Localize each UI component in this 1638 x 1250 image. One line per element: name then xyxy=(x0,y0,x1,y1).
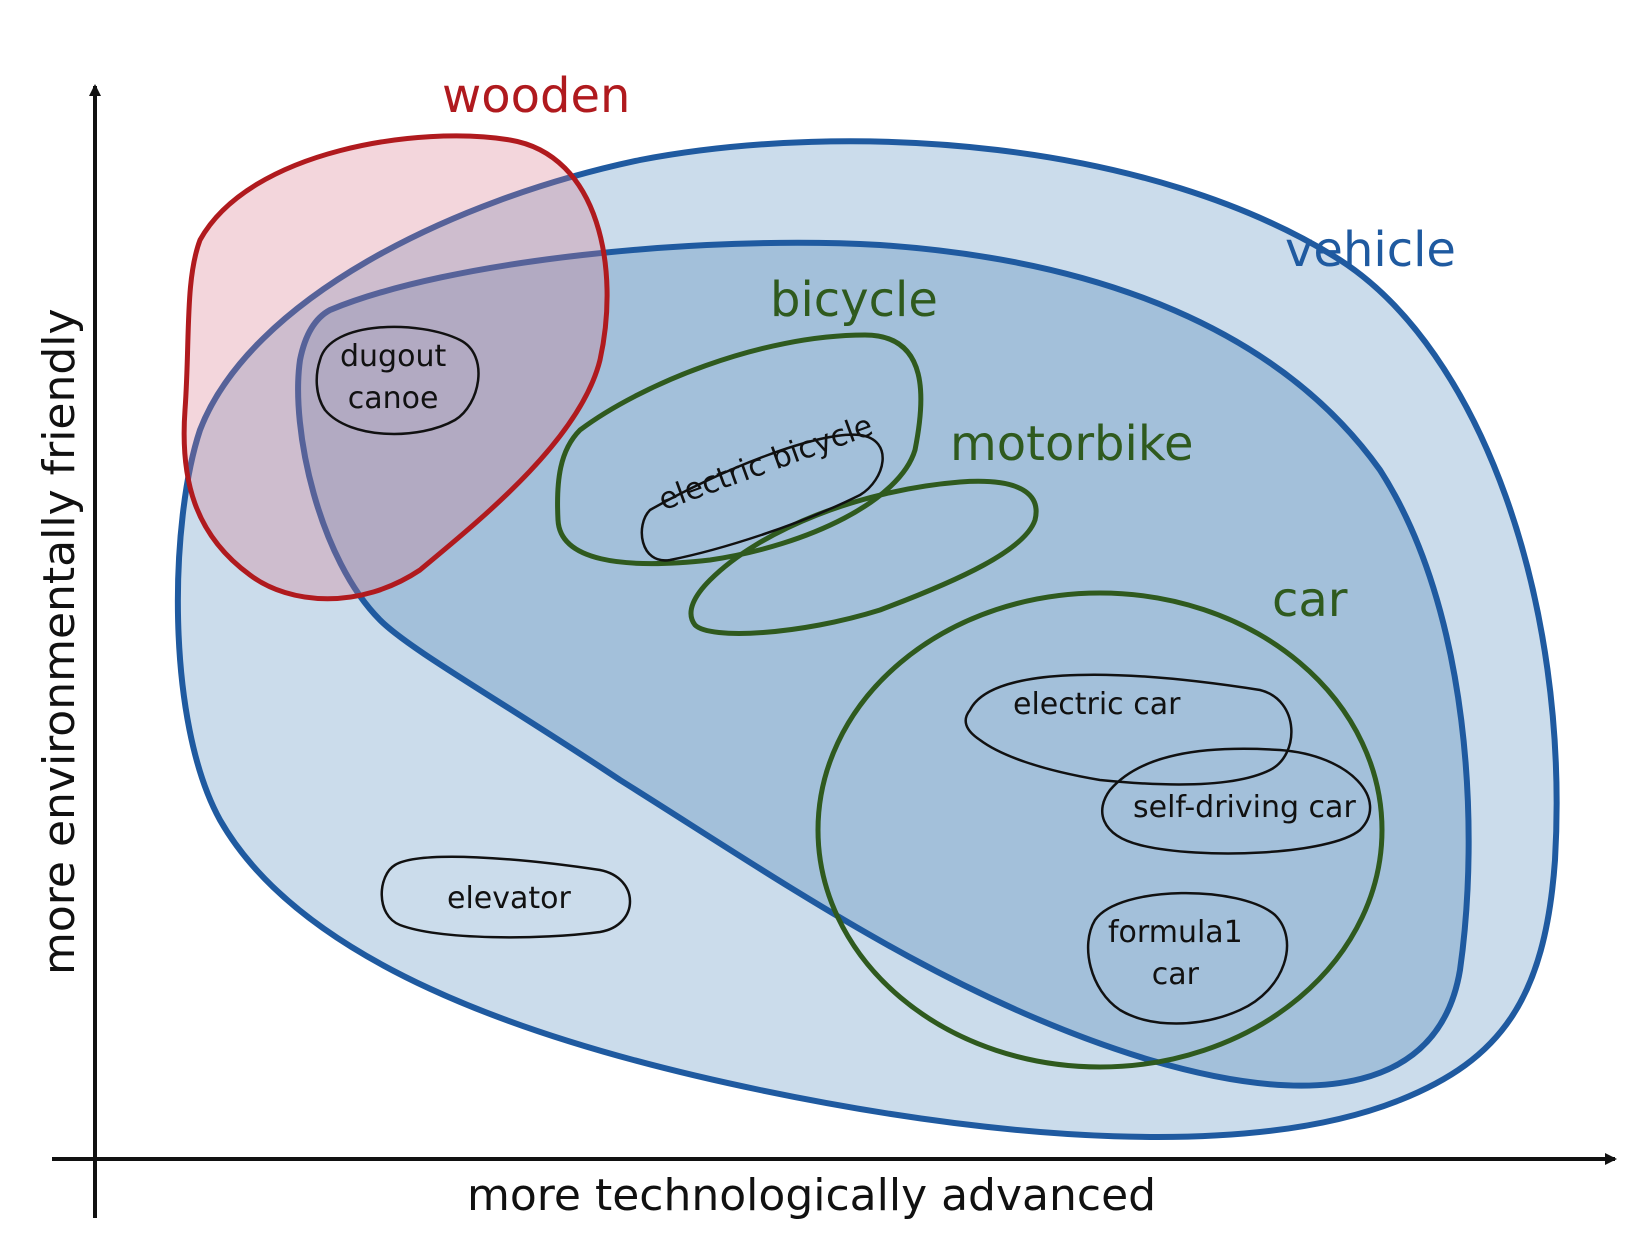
electric-bicycle-outline xyxy=(640,433,884,562)
formula1-car-outline xyxy=(1086,891,1289,1025)
bicycle-label: bicycle xyxy=(770,272,938,328)
self-driving-car-outline xyxy=(1101,747,1372,855)
vehicle-inner-region xyxy=(295,239,1472,1089)
elevator-outline xyxy=(380,855,632,939)
wooden-region xyxy=(181,133,610,602)
dugout-canoe-outline xyxy=(315,325,480,436)
formula1-car-line-1: formula1 xyxy=(1108,915,1243,950)
dugout-canoe-line-1: dugout xyxy=(340,339,447,374)
electric-car-label: electric car xyxy=(1013,687,1181,722)
self-driving-car-label: self-driving car xyxy=(1133,790,1356,825)
motorbike-label: motorbike xyxy=(950,416,1194,472)
y-axis-label: more environmentally friendly xyxy=(34,308,85,975)
x-axis-label: more technologically advanced xyxy=(467,1170,1157,1221)
vehicle-label: vehicle xyxy=(1285,222,1456,278)
formula1-car-line-2: car xyxy=(1151,957,1199,992)
elevator-label: elevator xyxy=(447,881,571,916)
dugout-canoe-label: dugout canoe xyxy=(340,336,446,420)
motorbike-region xyxy=(688,478,1039,636)
formula1-car-label: formula1 car xyxy=(1108,912,1243,996)
bicycle-region xyxy=(555,332,924,567)
wooden-label: wooden xyxy=(442,68,631,124)
dugout-canoe-line-2: canoe xyxy=(347,381,439,416)
car-region xyxy=(815,590,1385,1070)
electric-car-outline xyxy=(964,673,1293,786)
car-label: car xyxy=(1272,572,1348,628)
